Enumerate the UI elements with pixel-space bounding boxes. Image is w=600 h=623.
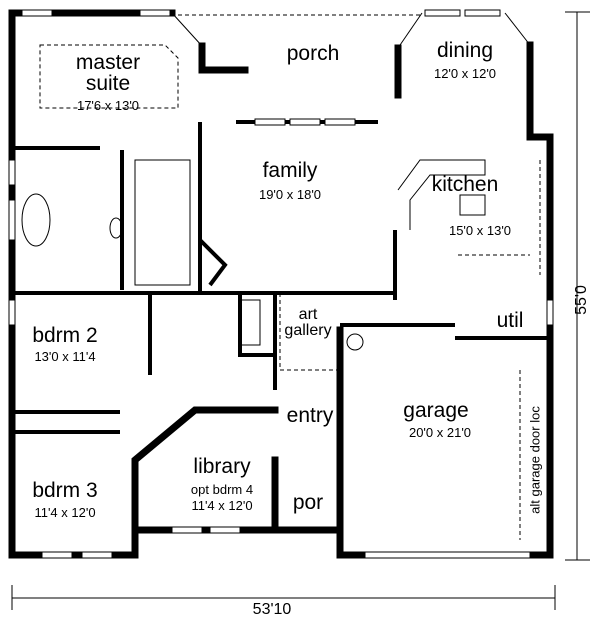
kitchen-label: kitchen: [431, 173, 499, 196]
dining-size: 12'0 x 12'0: [433, 66, 497, 81]
bdrm2-label: bdrm 2: [32, 324, 98, 347]
por-label: por: [292, 491, 324, 514]
master-size: 17'6 x 13'0: [76, 98, 140, 113]
entry-label: entry: [286, 404, 334, 427]
fixtures: [21, 12, 541, 540]
dining-label: dining: [436, 39, 494, 62]
bdrm3-size: 11'4 x 12'0: [34, 505, 96, 520]
bdrm2-size: 13'0 x 11'4: [34, 349, 96, 364]
bdrm3-label: bdrm 3: [32, 479, 98, 502]
art-gallery-name-1: art: [298, 306, 318, 323]
width-dimension: 53'10: [252, 601, 292, 618]
master-name-2: suite: [85, 72, 131, 95]
art-gallery-name-2: gallery: [284, 322, 332, 339]
kitchen-size: 15'0 x 13'0: [448, 223, 512, 238]
family-size: 19'0 x 18'0: [258, 187, 322, 202]
family-label: family: [262, 159, 318, 182]
alt-garage-door-note: alt garage door loc: [527, 406, 543, 514]
util-label: util: [496, 309, 524, 332]
master-name-1: master: [75, 51, 141, 74]
porch-label: porch: [286, 42, 340, 65]
garage-label: garage: [403, 399, 469, 422]
library-size: 11'4 x 12'0: [191, 498, 253, 513]
dimension-lines: [11, 11, 590, 610]
garage-size: 20'0 x 21'0: [408, 425, 472, 440]
windows: [8, 9, 554, 559]
library-subtitle: opt bdrm 4: [190, 482, 254, 497]
library-label: library: [193, 455, 251, 478]
depth-dimension: 55'0: [573, 285, 590, 315]
